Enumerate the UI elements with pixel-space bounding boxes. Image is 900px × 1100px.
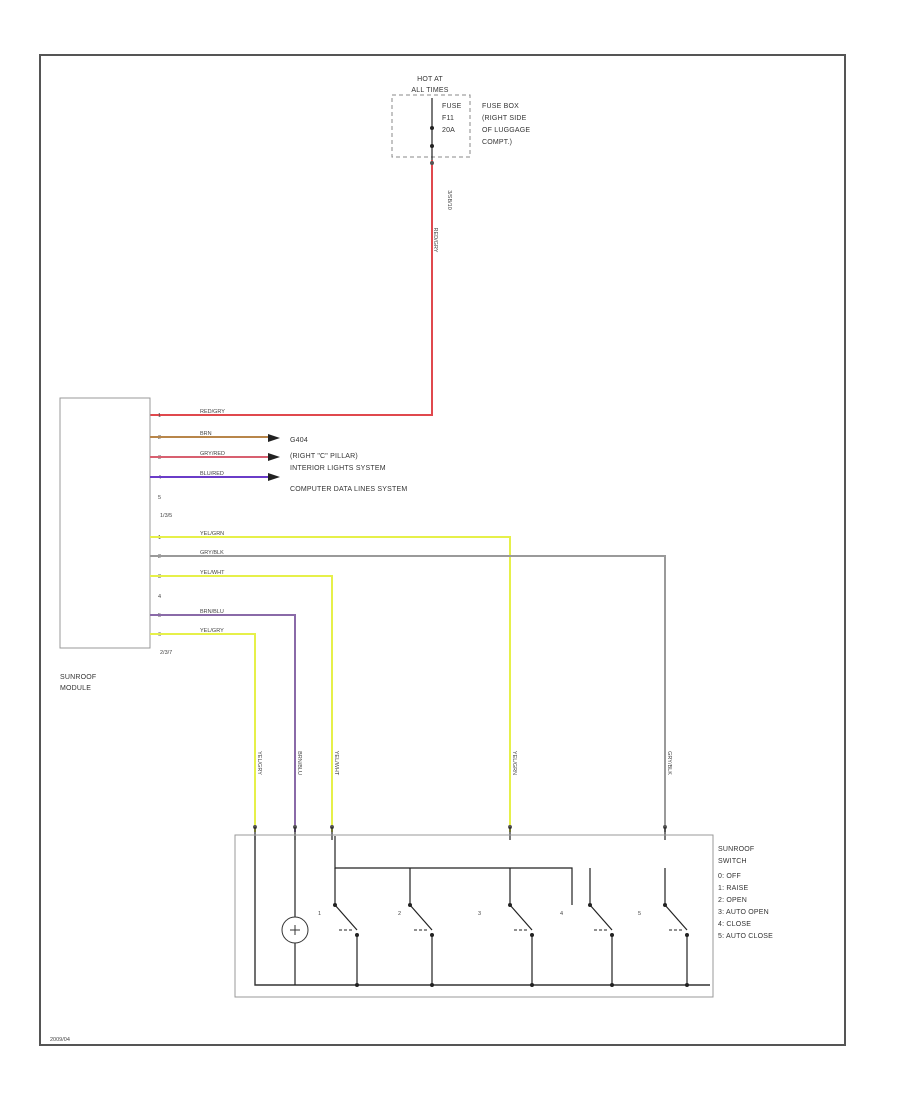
arrow-icon bbox=[268, 473, 280, 481]
bus-node bbox=[530, 983, 534, 987]
module-name-line2: MODULE bbox=[60, 685, 91, 692]
all-times-label: ALL TIMES bbox=[411, 87, 448, 94]
switch-title-line1: SUNROOF bbox=[718, 846, 754, 853]
red-gry-wire-label: RED/GRY bbox=[432, 228, 438, 253]
wire-terminal-dot bbox=[430, 161, 434, 165]
sunroof-switch-box bbox=[234, 834, 714, 998]
module-wire bbox=[150, 555, 666, 832]
switch-wire-label: GRY/BLK bbox=[666, 751, 672, 775]
module-connector-lower: 2/3/7 bbox=[160, 650, 172, 656]
diagram-frame bbox=[39, 54, 846, 1046]
switch-wire-label: YEL/WHT bbox=[333, 751, 339, 776]
bus-node bbox=[685, 983, 689, 987]
switch-contacts bbox=[333, 868, 689, 987]
module-lower-pins: 1YEL/GRN2GRY/BLK3YEL/WHT45BRN/BLU6YEL/GR… bbox=[150, 531, 666, 832]
module-pin-number: 5 bbox=[158, 495, 161, 501]
fuse-id: F11 bbox=[442, 115, 454, 122]
module-wire bbox=[150, 614, 296, 832]
contact-number: 5 bbox=[638, 911, 641, 917]
module-name-line1: SUNROOF bbox=[60, 674, 96, 681]
fuse-connector-label: 3/SB/10 bbox=[446, 190, 452, 210]
red-gry-wire bbox=[150, 160, 433, 416]
fuse-node bbox=[430, 126, 434, 130]
module-pin-number: 4 bbox=[158, 594, 161, 600]
destinations: G404 (RIGHT "C" PILLAR) INTERIOR LIGHTS … bbox=[268, 434, 407, 493]
module-wire-label: GRY/RED bbox=[200, 451, 225, 457]
switch-position-0: 0: OFF bbox=[718, 873, 741, 880]
sunroof-module-box bbox=[59, 397, 151, 649]
module-wire-label: YEL/WHT bbox=[200, 570, 225, 576]
module-wire-label: BLU/RED bbox=[200, 471, 224, 477]
fuse-box-line2: (RIGHT SIDE bbox=[482, 115, 527, 122]
switch-return-bus bbox=[254, 836, 710, 986]
fuse-box-line1: FUSE BOX bbox=[482, 103, 519, 110]
contact-number: 2 bbox=[398, 911, 401, 917]
module-wire-label: YEL/GRY bbox=[200, 628, 224, 634]
module-connector-upper: 1/3/5 bbox=[160, 513, 172, 519]
switch-blade bbox=[589, 904, 613, 931]
fuse-label: FUSE bbox=[442, 103, 462, 110]
switch-wire-label: YEL/GRY bbox=[256, 751, 262, 775]
contact-number: 3 bbox=[478, 911, 481, 917]
switch-title-line2: SWITCH bbox=[718, 858, 747, 865]
switch-common-bus bbox=[334, 836, 573, 905]
lamp-filament-icon bbox=[290, 925, 300, 935]
module-wire-label: BRN bbox=[200, 431, 212, 437]
switch-position-5: 5: AUTO CLOSE bbox=[718, 933, 773, 940]
fuse-box-line4: COMPT.) bbox=[482, 139, 512, 146]
switch-position-4: 4: CLOSE bbox=[718, 921, 751, 928]
module-wire-label: GRY/BLK bbox=[200, 550, 224, 556]
contact-number: 4 bbox=[560, 911, 563, 917]
fuse-box-line3: OF LUGGAGE bbox=[482, 127, 530, 134]
module-wire-label: RED/GRY bbox=[200, 409, 225, 415]
arrow-icon bbox=[268, 434, 280, 442]
switch-wire-label: YEL/GRN bbox=[511, 751, 517, 775]
arrow-icon bbox=[268, 453, 280, 461]
data-lines-label: COMPUTER DATA LINES SYSTEM bbox=[290, 486, 407, 493]
module-wire bbox=[150, 633, 256, 832]
switch-wire-label: BRN/BLU bbox=[296, 751, 302, 775]
switch-blade bbox=[509, 904, 533, 931]
fuse-node bbox=[430, 144, 434, 148]
switch-blade bbox=[409, 904, 433, 931]
switch-position-1: 1: RAISE bbox=[718, 885, 749, 892]
switch-blade bbox=[664, 904, 688, 931]
ground-label: G404 bbox=[290, 437, 308, 444]
module-wire bbox=[150, 536, 511, 832]
switch-position-3: 3: AUTO OPEN bbox=[718, 909, 769, 916]
hot-at-label: HOT AT bbox=[417, 76, 443, 83]
module-wire-label: BRN/BLU bbox=[200, 609, 224, 615]
module-wire-label: YEL/GRN bbox=[200, 531, 224, 537]
switch-position-2: 2: OPEN bbox=[718, 897, 747, 904]
fuse-box: HOT AT ALL TIMES FUSE F11 20A FUSE BOX (… bbox=[391, 76, 530, 210]
bus-node bbox=[610, 983, 614, 987]
contact-number: 1 bbox=[318, 911, 321, 917]
sunroof-switch: SUNROOF SWITCH 0: OFF 1: RAISE 2: OPEN 3… bbox=[234, 834, 773, 998]
switch-blade bbox=[334, 904, 358, 931]
diagram-code: 2009/04 bbox=[50, 1037, 70, 1043]
pillar-label: (RIGHT "C" PILLAR) bbox=[290, 453, 358, 460]
bus-node bbox=[430, 983, 434, 987]
module-pin-number: 1 bbox=[158, 413, 161, 419]
switch-wires: YEL/GRY BRN/BLU YEL/WHT YEL/GRN GRY/BLK bbox=[253, 751, 672, 840]
module-wire bbox=[150, 575, 333, 832]
sunroof-module: SUNROOF MODULE 1/3/5 2/3/7 bbox=[59, 397, 172, 692]
fuse-amp: 20A bbox=[442, 127, 455, 134]
interior-lights-label: INTERIOR LIGHTS SYSTEM bbox=[290, 465, 386, 472]
fuse-box-outline bbox=[391, 94, 471, 158]
bus-node bbox=[355, 983, 359, 987]
